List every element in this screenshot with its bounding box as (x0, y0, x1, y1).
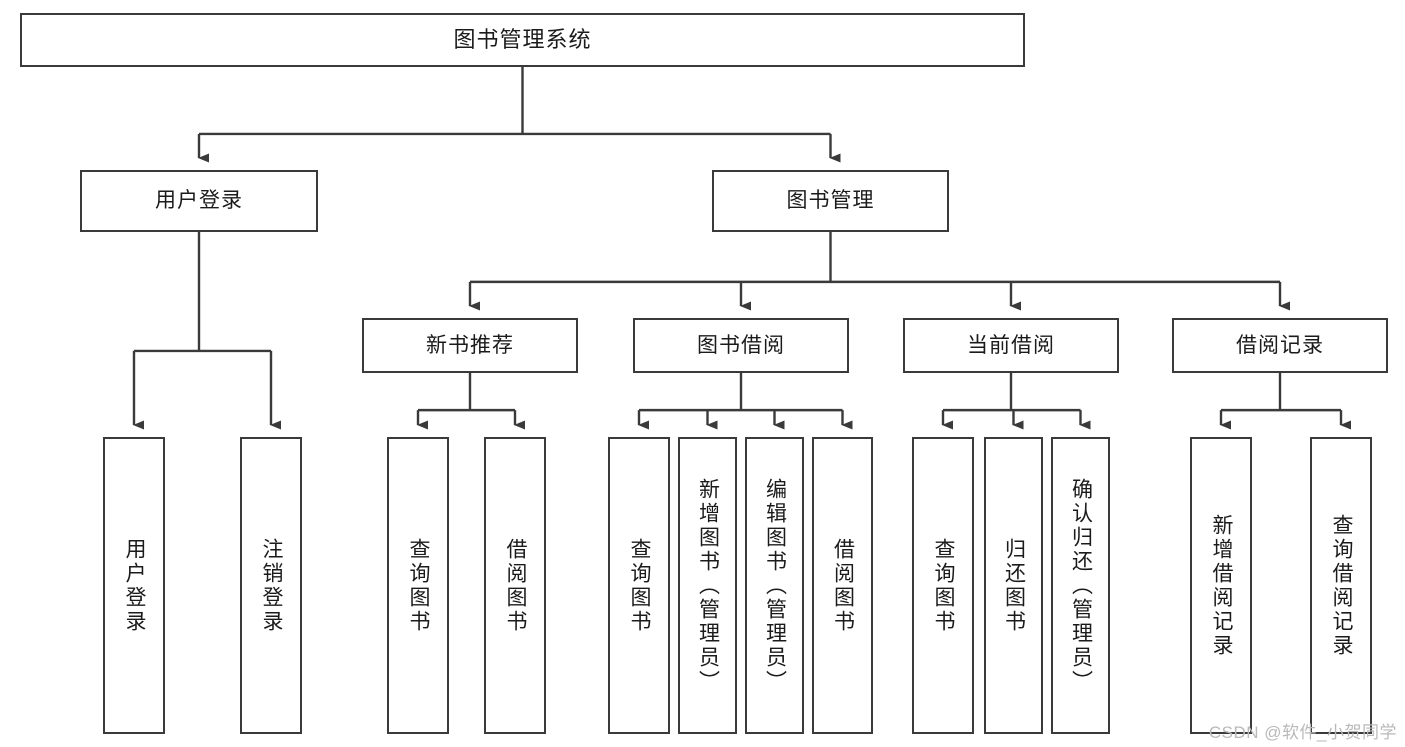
node-b-edit[interactable]: 编辑图书（管理员） (745, 437, 804, 734)
node-bookmgmt[interactable]: 图书管理 (712, 170, 949, 232)
node-c-query[interactable]: 查询图书 (912, 437, 974, 734)
node-c-confirm[interactable]: 确认归还（管理员） (1051, 437, 1110, 734)
node-label: 借阅记录 (1236, 333, 1324, 357)
node-label: 编辑图书（管理员） (763, 477, 787, 694)
node-newbook[interactable]: 新书推荐 (362, 318, 578, 373)
node-l-login[interactable]: 用户登录 (103, 437, 165, 734)
node-label: 查询图书 (932, 537, 956, 634)
node-label: 当前借阅 (967, 333, 1055, 357)
node-label: 用户登录 (123, 537, 147, 634)
node-label: 新书推荐 (426, 333, 514, 357)
node-label: 归还图书 (1002, 537, 1026, 634)
node-label: 查询图书 (628, 537, 652, 634)
node-label: 图书管理系统 (453, 26, 592, 52)
node-label: 图书借阅 (697, 333, 785, 357)
node-login[interactable]: 用户登录 (80, 170, 318, 232)
node-records[interactable]: 借阅记录 (1172, 318, 1388, 373)
node-label: 注销登录 (260, 537, 284, 634)
node-label: 确认归还（管理员） (1069, 477, 1093, 694)
node-c-return[interactable]: 归还图书 (984, 437, 1043, 734)
node-n-query[interactable]: 查询图书 (387, 437, 449, 734)
node-label: 新增借阅记录 (1210, 513, 1234, 658)
node-label: 借阅图书 (504, 537, 528, 634)
node-label: 借阅图书 (831, 537, 855, 634)
node-l-logout[interactable]: 注销登录 (240, 437, 302, 734)
node-r-query[interactable]: 查询借阅记录 (1310, 437, 1372, 734)
node-label: 查询图书 (407, 537, 431, 634)
node-borrow[interactable]: 图书借阅 (633, 318, 849, 373)
node-label: 图书管理 (786, 189, 875, 213)
node-current[interactable]: 当前借阅 (903, 318, 1119, 373)
node-r-add[interactable]: 新增借阅记录 (1190, 437, 1252, 734)
node-b-add[interactable]: 新增图书（管理员） (678, 437, 737, 734)
watermark-text: CSDN @软件_小贺同学 (1208, 723, 1397, 742)
node-n-borrow[interactable]: 借阅图书 (484, 437, 546, 734)
node-label: 用户登录 (155, 189, 243, 213)
node-root[interactable]: 图书管理系统 (20, 13, 1025, 67)
node-b-query[interactable]: 查询图书 (608, 437, 670, 734)
node-label: 查询借阅记录 (1330, 513, 1354, 658)
node-label: 新增图书（管理员） (696, 477, 720, 694)
node-b-borrow[interactable]: 借阅图书 (812, 437, 873, 734)
